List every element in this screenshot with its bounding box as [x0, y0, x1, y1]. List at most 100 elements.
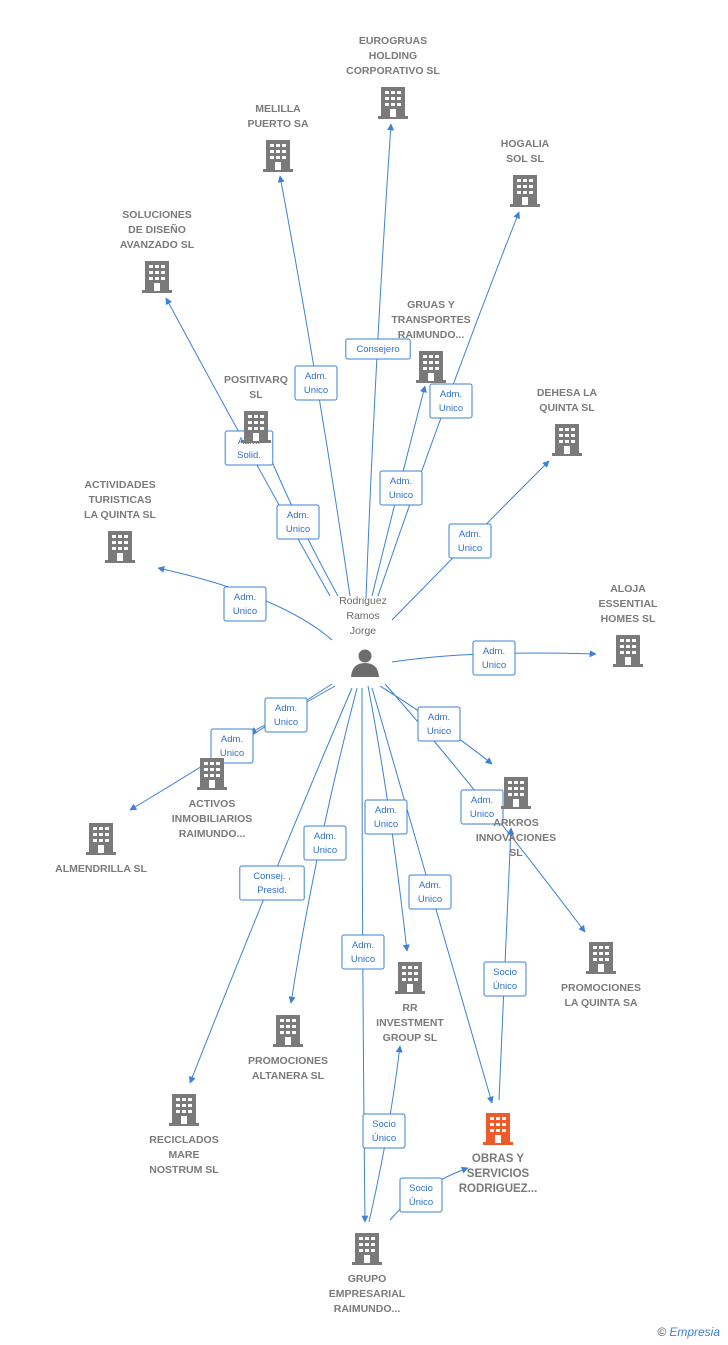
role-box: [239, 865, 305, 901]
company-node-activos[interactable]: ACTIVOSINMOBILIARIOSRAIMUNDO...: [172, 758, 253, 840]
building-icon: [86, 823, 116, 855]
role-text: Unico: [418, 894, 442, 905]
role-label-person-to-hogalia[interactable]: Adm.Unico: [429, 383, 473, 419]
role-label-person-to-activos[interactable]: Adm. Unico: [264, 697, 308, 733]
role-text: Unico: [274, 717, 298, 728]
role-box: [399, 1177, 443, 1213]
role-text: Unico: [313, 845, 337, 856]
role-label-person-to-rr[interactable]: Adm.Unico: [364, 799, 408, 835]
person-icon: [358, 649, 372, 663]
node-label-line: ACTIVIDADES: [84, 479, 155, 491]
role-text: Socio: [372, 1119, 396, 1130]
node-label-line: ARKROS: [493, 817, 539, 829]
role-box: [483, 961, 527, 997]
role-label-person-to-eurogruas[interactable]: Consejero: [345, 338, 411, 360]
role-text: Adm.: [275, 703, 297, 714]
node-label-line: GRUAS Y: [407, 299, 455, 311]
company-node-grupo[interactable]: GRUPOEMPRESARIALRAIMUNDO...: [329, 1233, 406, 1315]
copyright-symbol: ©: [657, 1325, 667, 1339]
company-node-dehesa[interactable]: DEHESA LA QUINTA SL: [537, 387, 598, 456]
role-text: Adm.: [221, 734, 243, 745]
role-label-person-to-actividades[interactable]: Adm.Unico: [223, 586, 267, 622]
role-text: Unico: [470, 809, 494, 820]
node-label-line: MELILLA: [255, 103, 301, 115]
role-text: Unico: [482, 660, 506, 671]
role-text: Único: [409, 1197, 433, 1208]
role-text: Consejero: [356, 344, 399, 355]
role-text: Unico: [286, 524, 310, 535]
role-text: Unico: [233, 606, 257, 617]
role-text: Unico: [304, 385, 328, 396]
building-icon: [416, 351, 446, 383]
node-label-line: ESSENTIAL: [599, 598, 659, 610]
node-label-line: GROUP SL: [383, 1032, 438, 1044]
node-label-line: TURISTICAS: [89, 494, 152, 506]
node-label-line: DEHESA LA: [537, 387, 598, 399]
role-label-person-to-promo_quinta[interactable]: Adm.Unico: [460, 789, 504, 825]
node-label-line: EUROGRUAS: [359, 35, 427, 47]
node-label-line: EMPRESARIAL: [329, 1288, 406, 1300]
node-label-line: RAIMUNDO...: [179, 828, 246, 840]
company-node-gruas[interactable]: GRUAS YTRANSPORTESRAIMUNDO...: [391, 299, 471, 383]
building-icon: [105, 531, 135, 563]
node-label-line: PROMOCIONES: [561, 982, 641, 994]
role-text: Unico: [427, 726, 451, 737]
person-icon-body: [351, 663, 379, 677]
role-label-person-to-grupo[interactable]: Adm.Unico: [341, 934, 385, 970]
role-box: [294, 365, 338, 401]
role-label-person-to-obras[interactable]: Adm.Unico: [408, 874, 452, 910]
role-label-person-to-promo_altanera[interactable]: Adm. Unico: [303, 825, 347, 861]
node-label-line: RODRIGUEZ...: [459, 1183, 538, 1195]
role-box: [341, 934, 385, 970]
role-box: [264, 697, 308, 733]
node-label-line: OBRAS Y: [472, 1153, 525, 1165]
role-text: Adm.: [428, 712, 450, 723]
role-text: Adm.: [314, 831, 336, 842]
role-label-person-to-gruas[interactable]: Adm.Unico: [379, 470, 423, 506]
role-label-person-to-arkros[interactable]: Adm. Unico: [417, 706, 461, 742]
company-node-obras[interactable]: OBRAS YSERVICIOSRODRIGUEZ...: [459, 1113, 538, 1195]
role-label-person-to-positivarq[interactable]: Adm.Unico: [276, 504, 320, 540]
company-node-almendrilla[interactable]: ALMENDRILLA SL: [55, 823, 147, 875]
role-label-person-to-melilla[interactable]: Adm.Unico: [294, 365, 338, 401]
role-text: Unico: [439, 403, 463, 414]
node-label-line: ACTIVOS: [189, 798, 236, 810]
building-icon: [197, 758, 227, 790]
role-box: [417, 706, 461, 742]
role-box: [362, 1113, 406, 1149]
edge-person-to-eurogruas: [365, 123, 395, 599]
node-label-line: RAIMUNDO...: [398, 329, 465, 341]
node-label-line: INVESTMENT: [376, 1017, 444, 1029]
role-text: Unico: [220, 748, 244, 759]
role-text: Socio: [409, 1183, 433, 1194]
node-label-line: PROMOCIONES: [248, 1055, 328, 1067]
role-label-person-to-almendrilla[interactable]: Adm. Unico: [210, 728, 254, 764]
building-icon: [552, 424, 582, 456]
node-label-line: QUINTA SL: [539, 402, 595, 414]
role-box: [345, 338, 411, 360]
role-text: Presid.: [257, 885, 287, 896]
node-label-line: MARE: [169, 1149, 200, 1161]
building-icon: [483, 1113, 513, 1145]
node-label-line: SL: [509, 847, 523, 859]
empresia-credit[interactable]: ©Empresia: [657, 1325, 720, 1339]
role-label-person-to-reciclados[interactable]: Consej. ,Presid.: [239, 865, 305, 901]
role-label-person-to-aloja[interactable]: Adm.Unico: [472, 640, 516, 676]
role-label-person-to-dehesa[interactable]: Adm.Unico: [448, 523, 492, 559]
